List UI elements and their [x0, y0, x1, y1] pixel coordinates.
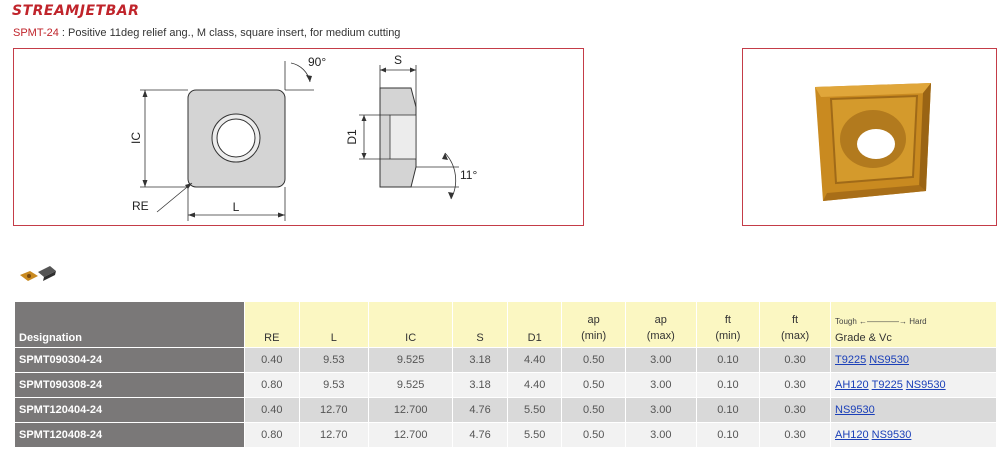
ic-cell: 9.525 — [367, 347, 454, 373]
insert-center-hole — [216, 118, 256, 158]
s-cell: 3.18 — [452, 347, 508, 373]
s-cell: 4.76 — [452, 397, 508, 423]
col-l: L — [298, 301, 369, 348]
col-designation: Designation — [14, 301, 245, 348]
col-ic: IC — [367, 301, 454, 348]
ap-max-cell: 3.00 — [624, 372, 697, 398]
ic-cell: 12.700 — [367, 422, 454, 448]
ft-max-cell: 0.30 — [759, 422, 831, 448]
designation-cell: SPMT090304-24 — [14, 347, 245, 373]
l-cell: 9.53 — [298, 372, 369, 398]
col-ap-min: ap(min) — [561, 301, 626, 348]
brand-logo: STREAMJETBAR — [12, 3, 140, 19]
col-ap-max: ap(max) — [624, 301, 697, 348]
designation-cell: SPMT120408-24 — [14, 422, 245, 448]
ic-cell: 12.700 — [367, 397, 454, 423]
re-label: RE — [132, 199, 149, 213]
re-cell: 0.40 — [244, 397, 300, 423]
insert-photo — [815, 83, 931, 201]
grade-link[interactable]: NS9530 — [871, 429, 912, 441]
designation-cell: SPMT120404-24 — [14, 397, 245, 423]
d1-cell: 5.50 — [506, 422, 563, 448]
grade-link[interactable]: T9225 — [835, 354, 867, 366]
corner-angle-label: 90° — [308, 55, 326, 69]
col-s: S — [452, 301, 508, 348]
l-cell: 9.53 — [298, 347, 369, 373]
grade-link[interactable]: NS9530 — [869, 354, 909, 366]
re-cell: 0.40 — [244, 347, 300, 373]
ap-min-cell: 0.50 — [561, 347, 626, 373]
designation-cell: SPMT090308-24 — [14, 372, 245, 398]
grade-link[interactable]: AH120 — [835, 429, 869, 441]
grade-link[interactable]: NS9530 — [905, 379, 946, 391]
grade-cell: NS9530 — [830, 397, 997, 423]
ap-max-cell: 3.00 — [624, 347, 697, 373]
ic-cell: 9.525 — [367, 372, 454, 398]
ft-max-cell: 0.30 — [759, 372, 831, 398]
l-cell: 12.70 — [298, 422, 369, 448]
col-ft-min: ft(min) — [695, 301, 761, 348]
grade-link[interactable]: AH120 — [835, 379, 869, 391]
d1-label: D1 — [345, 129, 359, 145]
ic-label: IC — [129, 132, 143, 144]
ap-max-cell: 3.00 — [624, 397, 697, 423]
ft-min-cell: 0.10 — [695, 397, 761, 423]
product-subtitle: SPMT-24 : Positive 11deg relief ang., M … — [13, 27, 400, 39]
ft-max-cell: 0.30 — [759, 397, 831, 423]
d1-cell: 5.50 — [506, 397, 563, 423]
tough-hard-scale: Tough ←————→ Hard — [835, 317, 927, 326]
specification-table: Designation RE L IC S D1 ap(min) ap(max)… — [14, 301, 997, 448]
table-header-row: Designation RE L IC S D1 ap(min) ap(max)… — [14, 301, 997, 348]
col-d1: D1 — [506, 301, 563, 348]
d1-cell: 4.40 — [506, 347, 563, 373]
product-description: : Positive 11deg relief ang., M class, s… — [58, 27, 401, 39]
technical-drawing-panel: IC L RE 90° S D1 — [13, 48, 584, 226]
grade-link[interactable]: NS9530 — [835, 404, 875, 416]
col-ft-max: ft(max) — [759, 301, 831, 348]
d1-cell: 4.40 — [506, 372, 563, 398]
ap-min-cell: 0.50 — [561, 397, 626, 423]
re-cell: 0.80 — [244, 422, 300, 448]
col-re: RE — [244, 301, 300, 348]
s-cell: 3.18 — [452, 372, 508, 398]
side-view-hole — [389, 114, 417, 160]
re-cell: 0.80 — [244, 372, 300, 398]
ft-min-cell: 0.10 — [695, 372, 761, 398]
relief-angle-label: 11° — [460, 168, 477, 182]
ft-max-cell: 0.30 — [759, 347, 831, 373]
ft-min-cell: 0.10 — [695, 347, 761, 373]
l-cell: 12.70 — [298, 397, 369, 423]
l-label: L — [233, 200, 240, 214]
insert-thumbnail-icon — [20, 266, 56, 281]
product-code: SPMT-24 — [13, 27, 59, 39]
grade-link[interactable]: T9225 — [871, 379, 903, 391]
ft-min-cell: 0.10 — [695, 422, 761, 448]
ap-max-cell: 3.00 — [624, 422, 697, 448]
ap-min-cell: 0.50 — [561, 422, 626, 448]
ap-min-cell: 0.50 — [561, 372, 626, 398]
insert-drawing: IC L RE 90° S D1 — [129, 53, 477, 221]
s-label: S — [394, 53, 402, 67]
product-photo-panel — [742, 48, 997, 226]
s-cell: 4.76 — [452, 422, 508, 448]
